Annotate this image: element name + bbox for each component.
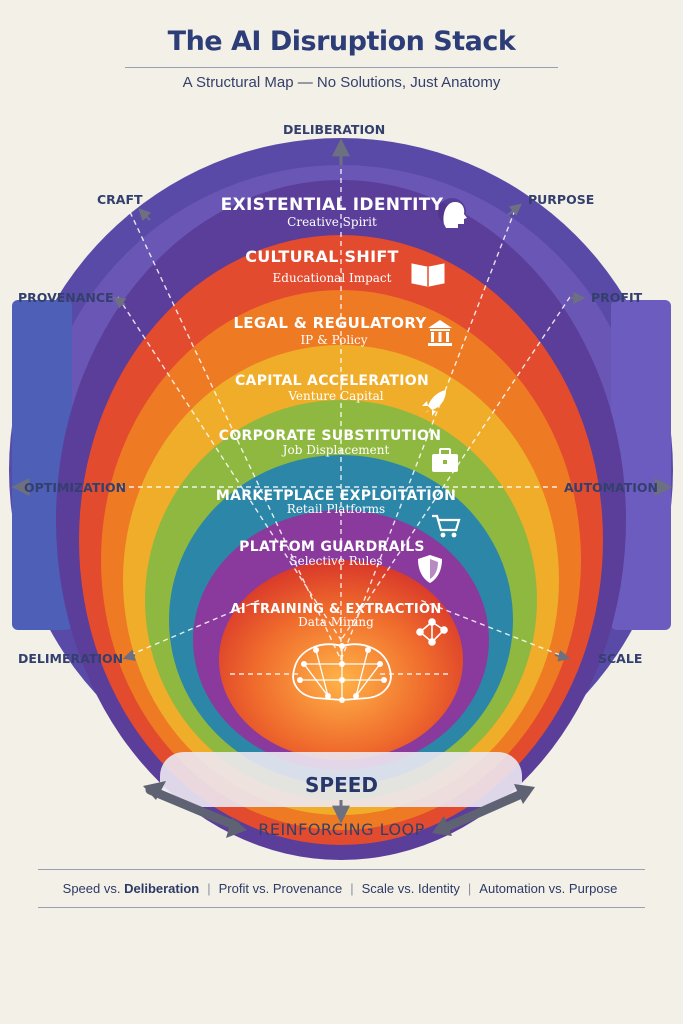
layer-title-1: CULTURAL SHIFT (245, 247, 399, 266)
layer-title-0: EXISTENTIAL IDENTITY (221, 195, 444, 215)
layer-title-4: CORPORATE SUBSTITUTION (219, 428, 442, 444)
arrow-purpose (507, 203, 522, 216)
footer-bottom-rule (38, 907, 645, 908)
layer-label-7: AI TRAINING & EXTRACTION Data Mining (230, 602, 441, 629)
loop-arrow-right (432, 784, 535, 836)
tradeoff-item: Profit vs. Provenance (218, 881, 343, 896)
axis-label-left: OPTIMIZATION (24, 480, 127, 495)
briefcase-icon (432, 448, 458, 472)
arrow-provenance (113, 296, 127, 309)
title-divider (125, 67, 558, 68)
axis-label-upper-right: PURPOSE (528, 192, 595, 207)
axis-label-mid-right: PROFIT (591, 290, 643, 305)
layer-label-4: CORPORATE SUBSTITUTION Job Displacement (219, 428, 442, 457)
speed-band (160, 752, 522, 807)
axis-label-lower-left: DELIMERATION (18, 651, 124, 666)
axis-label-top: DELIBERATION (283, 122, 386, 137)
network-nodes-icon (416, 618, 448, 646)
layer-label-0: EXISTENTIAL IDENTITY Creative Spirit (221, 195, 444, 229)
brain-network-icon (292, 643, 392, 703)
axis-label-right: AUTOMATION (564, 480, 659, 495)
open-book-icon (411, 263, 445, 287)
layer-title-2: LEGAL & REGULATORY (233, 314, 427, 332)
shield-icon (418, 555, 442, 583)
page-title: The AI Disruption Stack (167, 26, 516, 57)
tradeoff-footer: Speed vs. Deliberation|Profit vs. Proven… (62, 881, 618, 896)
layer-subtitle-4: Job Displacement (281, 443, 390, 457)
layer-subtitle-6: Selective Rules (289, 554, 382, 568)
rim-panel-right (611, 300, 671, 630)
courthouse-icon (428, 320, 452, 346)
loop-arrow-left (143, 781, 247, 838)
layer-label-2: LEGAL & REGULATORY IP & Policy (233, 314, 427, 347)
layer-title-7: AI TRAINING & EXTRACTION (230, 602, 441, 617)
reinforcing-loop-label: REINFORCING LOOP (258, 820, 425, 839)
layer-title-5: MARKETPLACE EXPLOITATION (216, 488, 456, 504)
layer-subtitle-3: Venture Capital (287, 389, 383, 403)
layer-label-6: PLATFOM GUARDRAILS Selective Rules (239, 539, 425, 568)
tradeoff-item: Scale vs. Identity (361, 881, 460, 896)
rocket-icon (422, 390, 446, 416)
layer-label-3: CAPITAL ACCELERATION Venture Capital (235, 373, 429, 403)
layer-subtitle-0: Creative Spirit (287, 215, 377, 229)
page-subtitle: A Structural Map — No Solutions, Just An… (182, 74, 501, 91)
arrow-craft (138, 208, 152, 222)
layer-subtitle-5: Retail Platforms (287, 502, 385, 516)
axis-label-mid-left: PROVENANCE (18, 290, 114, 305)
tradeoff-item: Automation vs. Purpose (479, 881, 618, 896)
layer-title-3: CAPITAL ACCELERATION (235, 373, 429, 389)
arrow-delimeration (122, 649, 136, 661)
head-profile-icon (438, 198, 467, 228)
layer-title-6: PLATFOM GUARDRAILS (239, 539, 425, 555)
axis-label-bottom: SPEED (305, 773, 378, 797)
axis-label-lower-right: SCALE (598, 651, 643, 666)
tradeoff-item: Speed vs. Deliberation (62, 881, 200, 896)
footer-top-rule (38, 869, 645, 870)
layer-subtitle-1: Educational Impact (273, 271, 392, 285)
layer-label-1: CULTURAL SHIFT Educational Impact (245, 247, 399, 285)
shopping-cart-icon (432, 514, 461, 538)
arrow-scale (554, 649, 571, 662)
layer-subtitle-2: IP & Policy (300, 333, 367, 347)
layer-subtitle-7: Data Mining (298, 615, 374, 629)
layer-label-5: MARKETPLACE EXPLOITATION Retail Platform… (216, 488, 456, 516)
axis-label-upper-left: CRAFT (97, 192, 143, 207)
